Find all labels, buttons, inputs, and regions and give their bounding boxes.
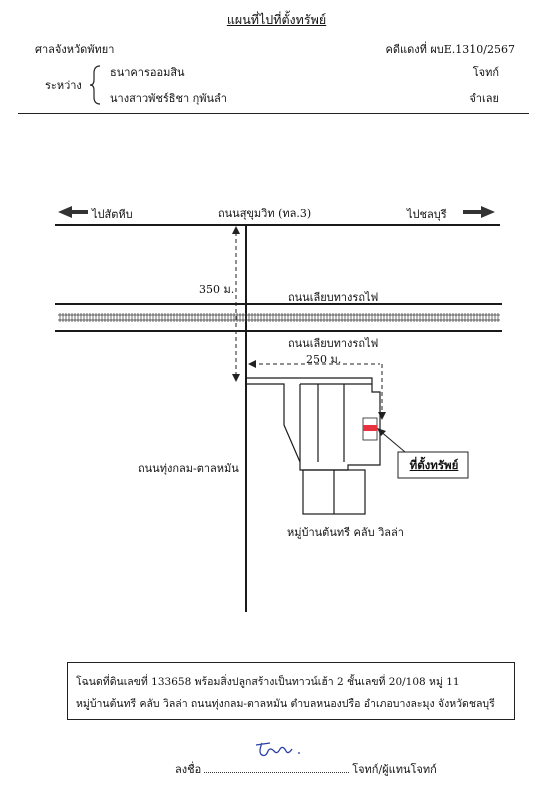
distance-250-marker	[248, 360, 386, 420]
distance-350-label: 350 ม.	[199, 283, 235, 296]
party-plaintiff: ธนาคารออมสิน	[110, 66, 185, 79]
arrow-left-icon	[58, 206, 88, 218]
distance-350-marker	[232, 226, 240, 382]
info-line-2: หมู่บ้านต้นทรี คลับ วิลล่า ถนนทุ่งกลม-ตา…	[76, 698, 495, 710]
info-line-1: โฉนดที่ดินเลขที่ 133658 พร้อมสิ่งปลูกสร้…	[76, 676, 460, 688]
page-title: แผนที่ไปที่ตั้งทรัพย์	[226, 12, 327, 27]
signature-role: โจทก์/ผู้แทนโจทก์	[352, 763, 437, 776]
case-number: คดีแดงที่ ผบE.1310/2567	[385, 43, 515, 56]
right-direction-label: ไปชลบุรี	[407, 208, 447, 221]
plaintiff-role: โจทก์	[472, 66, 499, 79]
signature-dots	[204, 772, 350, 773]
handwritten-signature-icon	[255, 742, 300, 757]
header-divider	[18, 113, 529, 114]
rail-road-upper-label: ถนนเลียบทางรถไฟ	[288, 291, 379, 304]
property-label: ที่ตั้งทรัพย์	[409, 458, 459, 472]
party-defendant: นางสาวพัชร์ธิชา กุพันลำ	[110, 92, 227, 105]
title-deed-info-box: โฉนดที่ดินเลขที่ 133658 พร้อมสิ่งปลูกสร้…	[67, 662, 515, 720]
side-road-label: ถนนทุ่งกลม-ตาลหมัน	[138, 462, 239, 475]
rail-road-lower-label: ถนนเลียบทางรถไฟ	[288, 337, 379, 350]
distance-250-label: 250 ม.	[306, 353, 342, 366]
village-label: หมู่บ้านต้นทรี คลับ วิลล่า	[287, 526, 404, 539]
court-name: ศาลจังหวัดพัทยา	[35, 43, 115, 56]
between-label: ระหว่าง	[45, 79, 82, 92]
left-direction-label: ไปสัตหีบ	[92, 208, 133, 221]
brace-icon	[89, 65, 101, 105]
main-road-label: ถนนสุขุมวิท (ทล.3)	[218, 207, 312, 220]
railway-track	[58, 313, 500, 322]
village-blocks	[246, 377, 381, 515]
property-marker	[362, 417, 378, 441]
signature-line: ลงชื่อ โจทก์/ผู้แทนโจทก์	[175, 760, 437, 778]
defendant-role: จำเลย	[469, 92, 499, 105]
arrow-right-icon	[463, 206, 495, 218]
property-label-box	[397, 451, 469, 479]
signature-label: ลงชื่อ	[175, 763, 202, 776]
